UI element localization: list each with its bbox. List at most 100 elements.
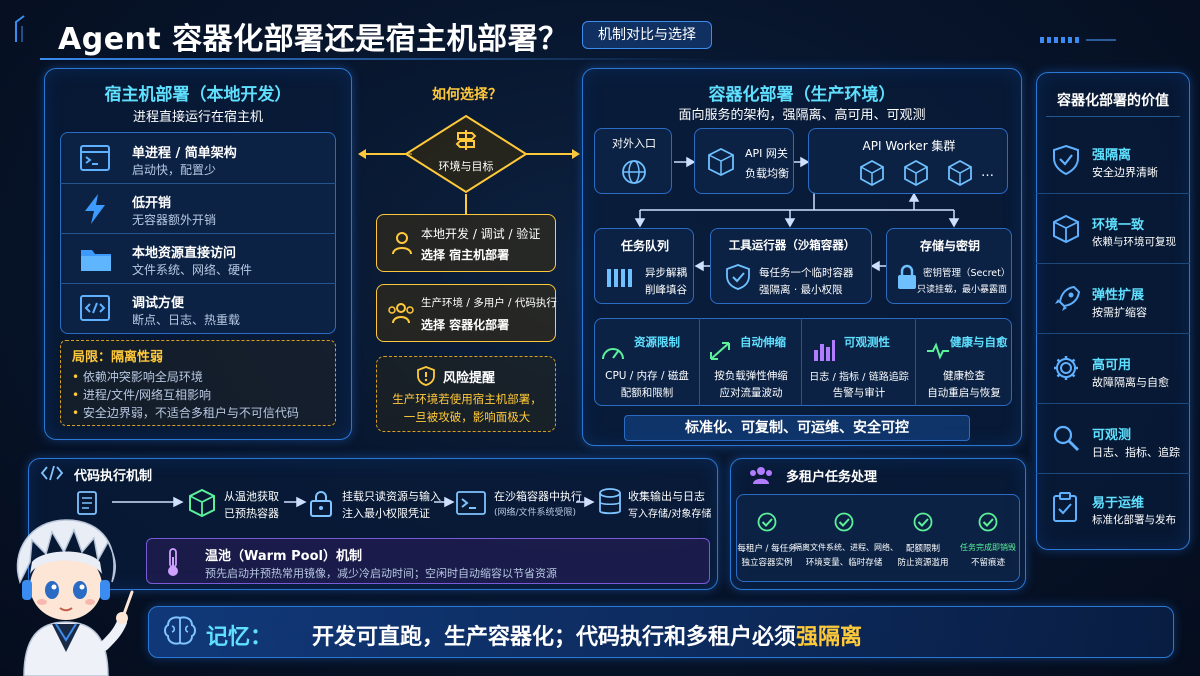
host-feature-title: 低开销 bbox=[132, 196, 172, 211]
exec-title: 代码执行机制 bbox=[74, 469, 153, 484]
storage-line2: 只读挂载，最小暴露面 bbox=[917, 285, 1008, 295]
tenant-item-line: 环境变量、临时存储 bbox=[805, 558, 883, 568]
value-item-title: 易于运维 bbox=[1092, 496, 1145, 511]
risk-warning-line: 一旦被攻破，影响面极大 bbox=[403, 410, 531, 424]
brain-icon bbox=[162, 614, 198, 648]
feature-title: 资源限制 bbox=[634, 335, 680, 349]
value-title-underline bbox=[1046, 116, 1180, 117]
value-item-ops: 易于运维 标准化部署与发布 bbox=[1036, 478, 1190, 544]
gateway-line2: 负载均衡 bbox=[745, 167, 789, 180]
clipboard-check-icon bbox=[1052, 492, 1078, 522]
runner-title: 工具运行器（沙箱容器） bbox=[728, 238, 856, 252]
cube-icon bbox=[947, 159, 973, 187]
runner-line1: 每任务一个临时容器 bbox=[759, 267, 854, 279]
entry-card: 对外入口 bbox=[594, 128, 672, 194]
decision-diamond bbox=[404, 114, 528, 194]
exec-panel bbox=[28, 458, 718, 590]
value-item-desc: 日志、指标、追踪 bbox=[1092, 446, 1180, 459]
feature-auto-scaling: 自动伸缩 按负载弹性伸缩 应对流量波动 bbox=[700, 318, 802, 406]
value-item-desc: 安全边界清晰 bbox=[1092, 166, 1158, 179]
host-feature-title: 调试方便 bbox=[132, 296, 185, 311]
cluster-title: API Worker 集群 bbox=[862, 139, 956, 153]
host-feature-title: 本地资源直接访问 bbox=[132, 246, 237, 261]
exec-step-line1: 从温池获取 bbox=[224, 490, 279, 503]
gateway-line1: API 网关 bbox=[745, 147, 788, 160]
memory-highlight: 强隔离 bbox=[796, 625, 863, 650]
value-item-title: 可观测 bbox=[1092, 428, 1132, 443]
option-line1: 生产环境 / 多用户 / 代码执行 bbox=[421, 297, 557, 309]
value-panel bbox=[1036, 72, 1190, 550]
choose-option-host: 本地开发 / 调试 / 验证 选择 宿主机部署 bbox=[376, 214, 556, 272]
folder-icon bbox=[80, 246, 112, 272]
feature-health-healing: 健康与自愈 健康检查 自动重启与恢复 bbox=[916, 318, 1012, 406]
feature-observability: 可观测性 日志 / 指标 / 链路追踪 告警与审计 bbox=[802, 318, 916, 406]
value-item-scaling: 弹性扩展 按需扩缩容 bbox=[1036, 268, 1190, 334]
container-title: 容器化部署（生产环境） bbox=[708, 85, 896, 105]
host-feature-debug: 调试方便 断点、日志、热重载 bbox=[60, 284, 336, 334]
memory-bar bbox=[148, 606, 1174, 658]
check-circle-icon bbox=[834, 512, 854, 532]
gear-icon bbox=[1052, 354, 1080, 382]
gateway-card: API 网关 负载均衡 bbox=[694, 128, 794, 194]
tenant-item: 任务完成即销毁 不留痕迹 bbox=[956, 494, 1020, 582]
exec-step-line2: 写入存储/对象存储 bbox=[628, 509, 712, 520]
host-feature-local-access: 本地资源直接访问 文件系统、网络、硬件 bbox=[60, 234, 336, 284]
database-icon bbox=[598, 488, 622, 516]
memory-text-main: 开发可直跑，生产容器化；代码执行和多租户必须 bbox=[312, 625, 797, 650]
exec-step-line1: 收集输出与日志 bbox=[628, 490, 705, 503]
queue-bars-icon bbox=[605, 265, 633, 289]
tool-runner-card: 工具运行器（沙箱容器） 每任务一个临时容器 强隔离 · 最小权限 bbox=[710, 228, 872, 304]
feature-line: 告警与审计 bbox=[832, 387, 886, 399]
container-subtitle: 面向服务的架构，强隔离、高可用、可观测 bbox=[678, 108, 926, 123]
tenant-item-line: 每租户 / 每任务 bbox=[737, 544, 797, 554]
gauge-icon bbox=[600, 340, 626, 362]
cube-icon bbox=[859, 159, 885, 187]
tenant-item-line: 防止资源滥用 bbox=[897, 558, 949, 568]
host-limit-item: • 进程/文件/网络互相影响 bbox=[72, 388, 211, 402]
value-title: 容器化部署的价值 bbox=[1057, 93, 1169, 109]
tenant-item-line: 配额限制 bbox=[905, 544, 940, 554]
value-item-consistency: 环境一致 依赖与环境可复现 bbox=[1036, 198, 1190, 264]
search-icon bbox=[1052, 424, 1080, 452]
queue-line1: 异步解耦 bbox=[645, 267, 687, 279]
exec-step-line1: 在沙箱容器中执行 bbox=[494, 490, 582, 503]
value-item-availability: 高可用 故障隔离与自愈 bbox=[1036, 338, 1190, 404]
shield-check-icon bbox=[1052, 144, 1080, 176]
globe-icon bbox=[621, 159, 647, 185]
lock-icon bbox=[308, 488, 334, 518]
document-list-icon bbox=[76, 490, 98, 516]
terminal-icon bbox=[456, 490, 486, 516]
entry-label: 对外入口 bbox=[612, 137, 656, 150]
host-feature-desc: 断点、日志、热重载 bbox=[132, 313, 241, 327]
feature-line: 按负载弹性伸缩 bbox=[714, 370, 788, 382]
cube-icon bbox=[903, 159, 929, 187]
cube-network-icon bbox=[707, 147, 735, 177]
container-features-row bbox=[594, 318, 1012, 406]
cube-icon bbox=[1052, 214, 1080, 244]
option-line2: 选择 容器化部署 bbox=[421, 318, 510, 332]
header-underline bbox=[40, 58, 720, 60]
feature-line: 配额和限制 bbox=[620, 387, 674, 399]
value-item-title: 环境一致 bbox=[1092, 218, 1145, 233]
bar-chart-icon bbox=[812, 338, 836, 362]
exec-flow bbox=[64, 484, 714, 522]
host-feature-desc: 无容器额外开销 bbox=[132, 213, 217, 227]
tenant-item-line: 独立容器实例 bbox=[741, 558, 793, 568]
value-item-desc: 按需扩缩容 bbox=[1092, 306, 1147, 319]
value-item-desc: 故障隔离与自愈 bbox=[1092, 376, 1169, 389]
tenant-item: 配额限制 防止资源滥用 bbox=[890, 494, 956, 582]
users-group-icon bbox=[748, 465, 774, 485]
worker-cluster-card: API Worker 集群 … bbox=[808, 128, 1008, 194]
tenant-item: 每租户 / 每任务 独立容器实例 bbox=[736, 494, 798, 582]
container-banner: 标准化、可复制、可运维、安全可控 bbox=[624, 415, 970, 441]
tenant-item-line: 不留痕迹 bbox=[970, 558, 1005, 568]
memory-label: 记忆： bbox=[206, 625, 273, 650]
mascot-character bbox=[0, 512, 140, 676]
host-limit-item: • 依赖冲突影响全局环境 bbox=[72, 370, 203, 384]
corner-decoration-left bbox=[14, 14, 44, 44]
option-line1: 本地开发 / 调试 / 验证 bbox=[421, 227, 541, 241]
warm-pool-desc: 预先启动并预热常用镜像，减少冷启动时间；空闲时自动缩容以节省资源 bbox=[205, 567, 557, 580]
feature-line: 日志 / 指标 / 链路追踪 bbox=[809, 372, 909, 383]
runner-line2: 强隔离 · 最小权限 bbox=[759, 284, 843, 296]
terminal-window-icon bbox=[80, 144, 110, 172]
